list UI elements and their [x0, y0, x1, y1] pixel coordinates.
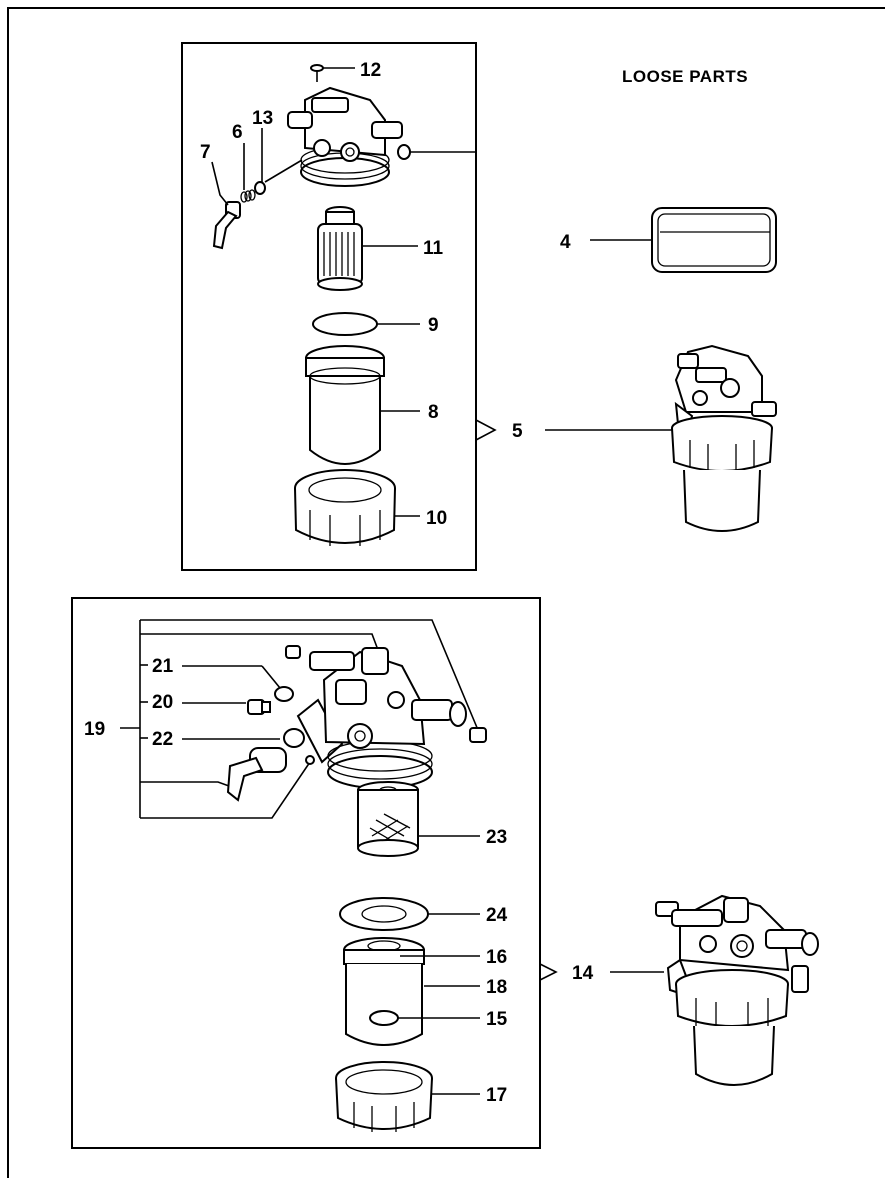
part-12-screw — [310, 64, 324, 82]
label-17: 17 — [486, 1085, 507, 1106]
part-screw-small — [305, 755, 315, 765]
part-24-gasket — [339, 897, 429, 931]
label-7: 7 — [200, 142, 211, 163]
part-17-ring-nut — [335, 1061, 433, 1132]
part-10-ring-nut — [294, 469, 396, 546]
label-5: 5 — [512, 421, 523, 442]
label-20: 20 — [152, 692, 173, 713]
part-21-washer — [274, 686, 294, 702]
part-4-label-plate — [651, 207, 777, 273]
label-6: 6 — [232, 122, 243, 143]
bracket-5 — [475, 419, 497, 441]
leader-7 — [211, 161, 229, 206]
part-13-o-ring — [254, 181, 266, 195]
label-24: 24 — [486, 905, 508, 926]
part-filter-head-bottom — [285, 645, 487, 789]
loose-parts-heading: LOOSE PARTS — [622, 67, 748, 86]
assembly-5-fuel-filter — [671, 344, 777, 532]
part-drain-cock-bottom — [226, 747, 287, 802]
label-14: 14 — [572, 963, 594, 984]
page-border — [7, 7, 885, 1178]
part-11-filter-element — [317, 206, 363, 291]
label-22: 22 — [152, 729, 173, 750]
part-7-drain-cock — [212, 201, 241, 250]
assembly-14-fuel-filter — [655, 894, 819, 1086]
bracket-14 — [539, 963, 558, 981]
label-9: 9 — [428, 315, 439, 336]
part-23-filter-element — [357, 781, 419, 857]
part-8-cup — [305, 345, 385, 465]
group-box-5 — [181, 42, 477, 571]
part-18-transparent-cup — [343, 937, 425, 1046]
label-23: 23 — [486, 827, 507, 848]
bracket-19 — [120, 619, 479, 819]
label-11: 11 — [423, 238, 444, 259]
label-18: 18 — [486, 977, 507, 998]
part-20-bolt — [247, 699, 271, 715]
label-8: 8 — [428, 402, 439, 423]
label-15: 15 — [486, 1009, 508, 1030]
group-box-14 — [71, 597, 541, 1149]
part-22-o-ring — [283, 728, 305, 748]
label-16: 16 — [486, 947, 507, 968]
part-filter-head — [287, 86, 411, 187]
leader-13-link — [264, 159, 303, 183]
label-13: 13 — [252, 108, 273, 129]
part-6-spring — [240, 189, 256, 203]
label-21: 21 — [152, 656, 174, 677]
label-19: 19 — [84, 719, 105, 740]
label-4: 4 — [560, 232, 571, 253]
part-gasket — [296, 698, 344, 764]
label-12: 12 — [360, 60, 381, 81]
part-15-float — [369, 1010, 399, 1026]
part-9-o-ring — [312, 312, 378, 336]
leader-21b — [261, 665, 281, 689]
label-10: 10 — [426, 508, 447, 529]
